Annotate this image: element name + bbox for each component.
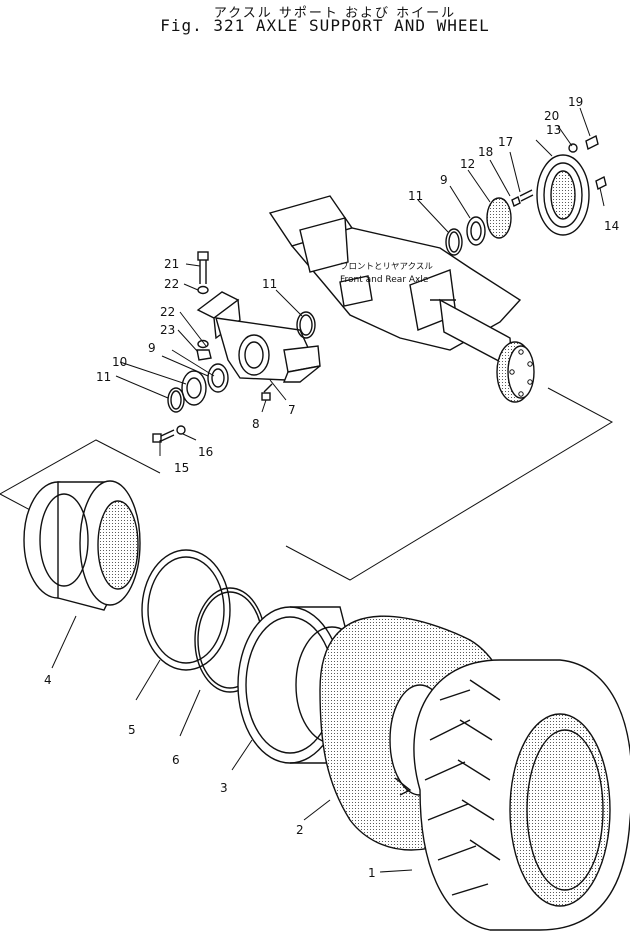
callout-9-left: 9	[148, 341, 156, 355]
callout-22-top: 22	[164, 277, 179, 291]
callout-23: 23	[160, 323, 175, 337]
wheel-rim-4	[23, 480, 141, 611]
callout-11-center: 11	[262, 277, 277, 291]
washer-16	[176, 425, 186, 435]
bushing-9-left	[207, 363, 229, 393]
washer-22-top	[197, 285, 209, 295]
callout-3: 3	[220, 781, 228, 795]
seal-10	[181, 370, 207, 406]
callout-15: 15	[174, 461, 189, 475]
tire-1	[413, 659, 630, 931]
axle-label-japanese: フロントとリヤアクスル	[340, 262, 433, 272]
o-ring-11-right	[445, 228, 463, 256]
callout-9-right: 9	[440, 173, 448, 187]
bolt-8	[261, 383, 273, 401]
callout-8: 8	[252, 417, 260, 431]
o-ring-11-upper	[296, 311, 316, 339]
figure-title: Fig. 321 AXLE SUPPORT AND WHEEL	[160, 16, 490, 35]
axle-housing	[268, 195, 535, 403]
callout-11-left: 11	[96, 370, 111, 384]
callout-4: 4	[44, 673, 52, 687]
callout-13: 13	[546, 123, 561, 137]
title-japanese: アクスル サポート および ホイール	[213, 6, 457, 21]
callout-12: 12	[460, 157, 475, 171]
nut-23	[196, 349, 212, 361]
callout-7: 7	[288, 403, 296, 417]
callout-5: 5	[128, 723, 136, 737]
callout-22-bottom: 22	[160, 305, 175, 319]
side-ring-5	[141, 549, 231, 671]
callout-19: 19	[568, 95, 583, 109]
callout-11-right: 11	[408, 189, 423, 203]
callout-1: 1	[368, 866, 376, 880]
axle-label-english: Front and Rear Axle	[340, 275, 429, 285]
bolt-19	[585, 134, 599, 151]
callout-2: 2	[296, 823, 304, 837]
plug-14	[595, 175, 607, 191]
callout-16: 16	[198, 445, 213, 459]
callout-14: 14	[604, 219, 619, 233]
callout-18: 18	[478, 145, 493, 159]
callout-10: 10	[112, 355, 127, 369]
leader-lines	[51, 107, 605, 873]
o-ring-11-left	[167, 387, 185, 413]
callout-21: 21	[164, 257, 179, 271]
bolt-21	[197, 251, 209, 284]
washer-20	[568, 143, 578, 153]
callout-17: 17	[498, 135, 513, 149]
callout-labels: 1 2 3 4 5 6 7 8 9 9 10 11 11 11 12 13 14…	[44, 95, 619, 880]
bolt-15	[152, 429, 175, 443]
axle-support-bracket	[196, 291, 321, 383]
hub-frame-line	[285, 387, 614, 581]
shim-12	[486, 197, 512, 239]
bushing-9-right	[466, 216, 486, 246]
callout-20: 20	[544, 109, 559, 123]
callout-6: 6	[172, 753, 180, 767]
washer-18	[511, 196, 521, 207]
bolt-17	[519, 189, 534, 202]
